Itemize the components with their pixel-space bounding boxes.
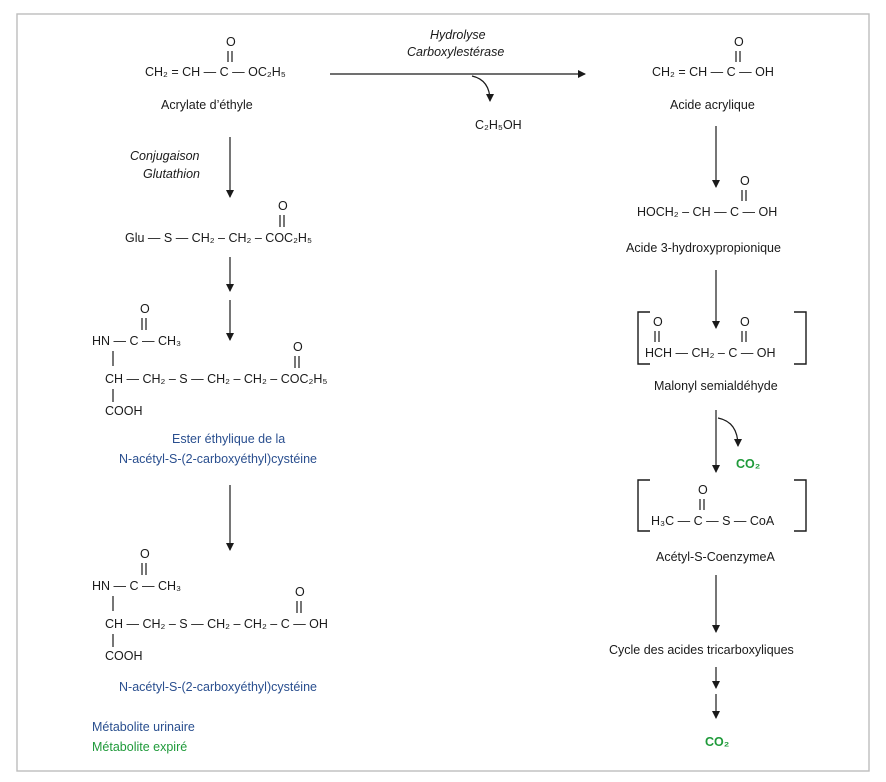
acetyl-name: Acétyl-S-CoenzymeA: [656, 550, 775, 564]
malonyl-acid-o: O: [740, 315, 750, 329]
acrylate-ethyl-structure: O CH₂ = CH — C — OC₂H₅ Acrylate d’éthyle: [145, 35, 286, 112]
acrylate-formula: CH₂ = CH — C — OC₂H₅: [145, 65, 286, 79]
acid-row3: COOH: [105, 649, 143, 663]
acrylate-name: Acrylate d’éthyle: [161, 98, 253, 112]
figure-frame: [16, 13, 870, 772]
acetyl-formula: H₃C — C — S — CoA: [651, 514, 775, 528]
acetyl-bracket-left: [637, 479, 650, 532]
acid-acetyl-o: O: [140, 547, 150, 561]
acid-row2: CH — CH₂ – S — CH₂ – CH₂ – C — OH: [105, 617, 328, 631]
tca-label: Cycle des acides tricarboxyliques: [609, 643, 794, 657]
ester-row2: CH — CH₂ – S — CH₂ – CH₂ – COC₂H₅: [105, 372, 327, 386]
acid-row1: HN — C — CH₃: [92, 579, 181, 593]
ester-name-line2: N-acétyl-S-(2-carboxyéthyl)cystéine: [119, 452, 317, 466]
glutathione-conjugate-structure: O Glu — S — CH₂ – CH₂ – COC₂H₅: [125, 199, 312, 245]
hydroxy-carbonyl-o: O: [740, 174, 750, 188]
acetyl-carbonyl-o: O: [698, 483, 708, 497]
hydroxy-name: Acide 3-hydroxypropionique: [626, 241, 781, 255]
acetyl-coa-structure: O H₃C — C — S — CoA Acétyl-S-CoenzymeA: [637, 479, 807, 564]
acetyl-bracket-right: [794, 479, 807, 532]
legend-exhaled: Métabolite expiré: [92, 740, 187, 754]
malonyl-bracket-right: [794, 311, 807, 365]
malonyl-name: Malonyl semialdéhyde: [654, 379, 778, 393]
conjugation-label-line1: Conjugaison: [130, 149, 200, 163]
co2-intermediate: CO₂: [736, 457, 760, 471]
acid-name: N-acétyl-S-(2-carboxyéthyl)cystéine: [119, 680, 317, 694]
glu-formula: Glu — S — CH₂ – CH₂ – COC₂H₅: [125, 231, 312, 245]
ester-carbonyl-o: O: [293, 340, 303, 354]
hydroxy-formula: HOCH₂ – CH — C — OH: [637, 205, 777, 219]
co2-release-arrow: [717, 417, 742, 447]
acid-carbonyl-o: O: [295, 585, 305, 599]
co2-final: CO₂: [705, 735, 729, 749]
ethanol-release-arrow: [471, 75, 494, 102]
glu-carbonyl-o: O: [278, 199, 288, 213]
acrylic-carbonyl-o: O: [734, 35, 744, 49]
malonyl-semialdehyde-structure: O O HCH — CH₂ – C — OH Malonyl semialdéh…: [637, 311, 807, 393]
malonyl-bracket-left: [637, 311, 650, 365]
acrylic-acid-structure: O CH₂ = CH — C — OH Acide acrylique: [652, 35, 774, 112]
acrylic-name: Acide acrylique: [670, 98, 755, 112]
ethanol-label: C₂H₅OH: [475, 118, 522, 132]
enzyme-label-line2: Carboxylestérase: [407, 45, 504, 59]
ester-acetyl-o: O: [140, 302, 150, 316]
ester-row1: HN — C — CH₃: [92, 334, 181, 348]
acid-cysteine-structure: O HN — C — CH₃ O CH — CH₂ – S — CH₂ – CH…: [92, 547, 328, 694]
malonyl-aldehyde-o: O: [653, 315, 663, 329]
legend-urinary: Métabolite urinaire: [92, 720, 195, 734]
acrylate-carbonyl-o: O: [226, 35, 236, 49]
ester-row3: COOH: [105, 404, 143, 418]
acrylic-formula: CH₂ = CH — C — OH: [652, 65, 774, 79]
enzyme-label-line1: Hydrolyse: [430, 28, 486, 42]
ester-cysteine-structure: O HN — C — CH₃ O CH — CH₂ – S — CH₂ – CH…: [92, 302, 327, 466]
ester-name-line1: Ester éthylique de la: [172, 432, 285, 446]
malonyl-formula: HCH — CH₂ – C — OH: [645, 346, 776, 360]
conjugation-label-line2: Glutathion: [143, 167, 200, 181]
hydroxypropionic-structure: O HOCH₂ – CH — C — OH Acide 3-hydroxypro…: [626, 174, 781, 255]
